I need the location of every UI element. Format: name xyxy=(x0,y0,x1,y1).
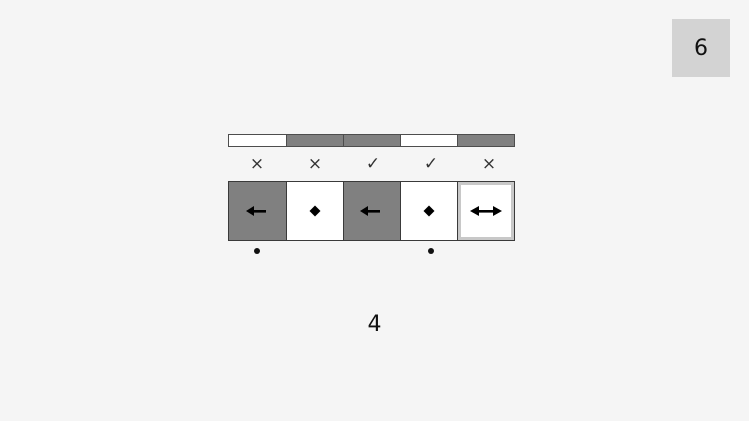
check-mark: ✓ xyxy=(365,154,381,174)
arrow-left-right-icon xyxy=(470,206,502,216)
puzzle-tile[interactable] xyxy=(228,181,287,241)
tiles-row xyxy=(228,181,520,241)
level-badge: 6 xyxy=(672,19,730,77)
indicator-segment xyxy=(286,134,344,147)
diamond-icon xyxy=(423,205,435,217)
indicator-segment xyxy=(228,134,287,147)
dot-marker xyxy=(254,248,260,254)
cross-mark: × xyxy=(249,154,265,174)
indicator-segment xyxy=(457,134,515,147)
indicator-bar xyxy=(228,134,520,147)
puzzle-tile[interactable] xyxy=(343,181,401,241)
diamond-icon xyxy=(309,205,321,217)
dot-cell xyxy=(402,243,460,259)
check-mark: ✓ xyxy=(423,154,439,174)
dot-cell xyxy=(460,243,518,259)
cross-mark: × xyxy=(481,154,497,174)
move-counter: 4 xyxy=(367,312,382,337)
cross-mark: × xyxy=(307,154,323,174)
marks-row: × × ✓ ✓ × xyxy=(228,154,520,174)
puzzle-board: × × ✓ ✓ × xyxy=(228,134,520,259)
dot-cell xyxy=(228,243,286,259)
puzzle-tile[interactable] xyxy=(457,181,515,241)
puzzle-tile[interactable] xyxy=(286,181,344,241)
dot-marker xyxy=(428,248,434,254)
dot-cell xyxy=(286,243,344,259)
dot-cell xyxy=(344,243,402,259)
puzzle-tile[interactable] xyxy=(400,181,458,241)
indicator-segment xyxy=(343,134,401,147)
indicator-segment xyxy=(400,134,458,147)
dots-row xyxy=(228,243,520,259)
level-number: 6 xyxy=(694,35,708,61)
arrow-left-icon xyxy=(360,206,380,216)
arrow-left-icon xyxy=(245,206,266,216)
